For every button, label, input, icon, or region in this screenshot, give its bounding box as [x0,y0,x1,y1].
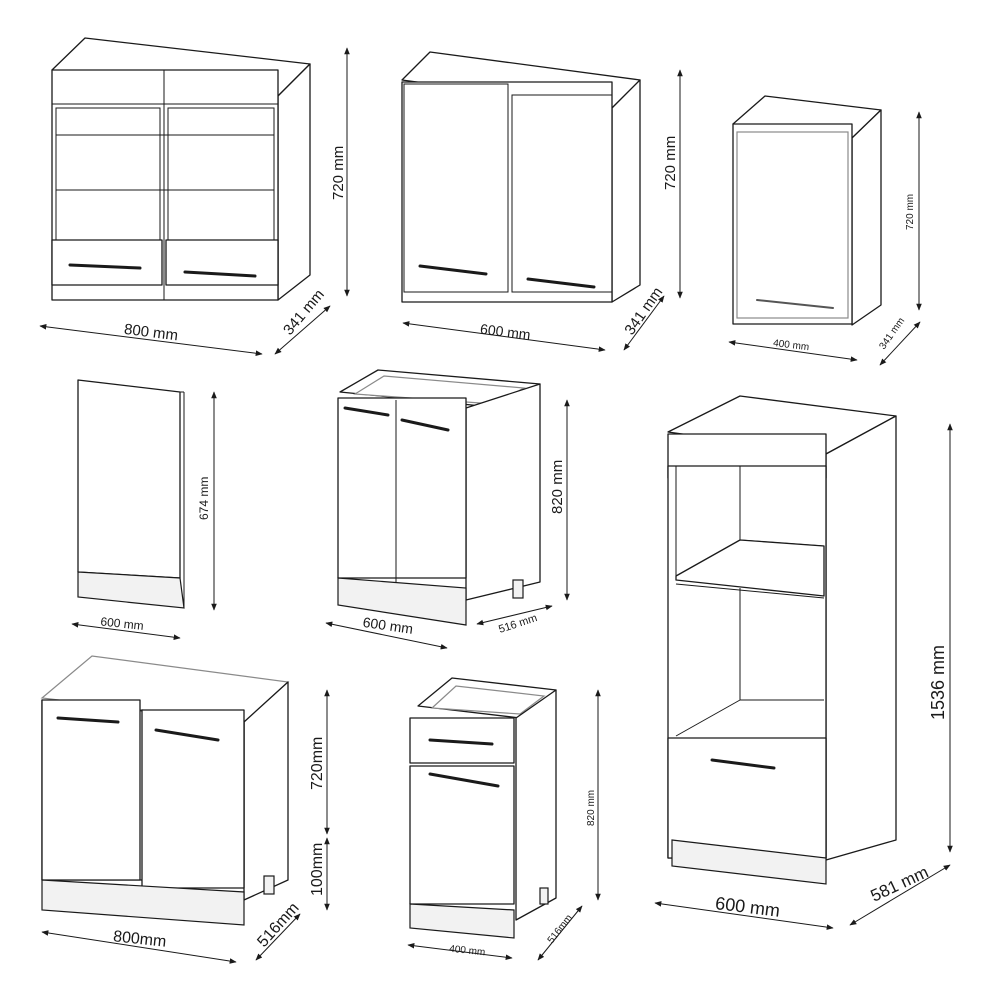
dim-line-sink-width [41,930,237,964]
dim-line-600-depth [623,295,665,351]
tall-oven-cabinet [667,395,897,885]
dim-line-tall-width [654,901,834,930]
label-400-height: 720 mm [905,194,916,230]
label-base600-width: 600 mm [362,614,414,637]
dim-line-400-width [728,340,858,362]
label-sink-plinth: 100mm [309,843,326,896]
label-drawer-width: 400 mm [449,944,486,959]
label-base600-depth: 516 mm [497,612,539,636]
dim-line-tall-depth [849,864,951,926]
label-800-width: 800 mm [123,321,179,344]
label-800-height: 720 mm [330,146,347,200]
label-800-depth: 341 mm [280,286,328,338]
wall-cabinet-400 [732,95,882,326]
label-sink-depth: 516mm [254,900,302,951]
dim-line-400-depth [879,321,921,366]
dim-line-800-width [39,324,263,356]
label-base600-height: 820 mm [549,460,566,514]
label-600-width: 600 mm [479,321,531,343]
label-tall-depth: 581 mm [868,862,932,905]
drawer-base-cabinet-400 [409,677,557,939]
label-400-depth: 341 mm [877,316,907,352]
label-sink-width: 800mm [112,928,167,950]
label-drawer-depth: 516mm [546,913,575,946]
label-tall-width: 600 mm [714,893,781,921]
dim-line-panel-width [71,622,181,640]
label-drawer-height: 820 mm [586,790,597,826]
label-400-width: 400 mm [773,338,810,353]
label-tall-height: 1536 mm [928,645,948,720]
dim-line-base600-width [325,621,448,650]
dim-line-800-depth [274,305,331,355]
wall-glass-cabinet-800 [51,37,311,301]
dim-line-drawer-width [407,943,513,960]
dishwasher-panel [77,379,185,609]
label-panel-width: 600 mm [100,614,145,632]
dim-line-drawer-depth [537,905,583,961]
label-sink-height: 720mm [309,737,326,790]
label-panel-height: 674 mm [197,477,211,520]
base-cabinet-600 [337,369,541,626]
label-600-height: 720 mm [662,136,679,190]
dim-line-sink-depth [255,913,301,961]
dim-line-600-width [402,321,606,352]
sink-base-cabinet-800 [40,655,290,926]
dim-line-base600-depth [476,604,553,626]
wall-cabinet-600 [401,51,641,303]
